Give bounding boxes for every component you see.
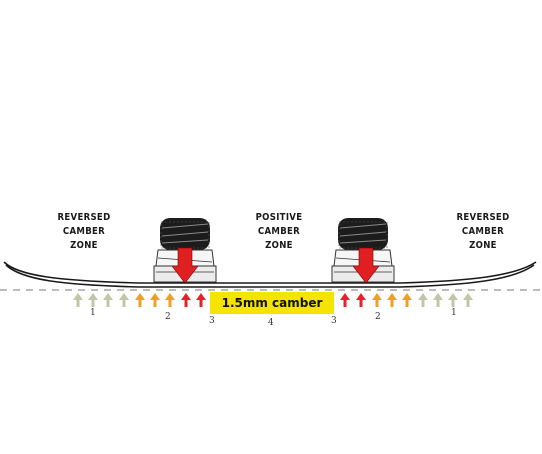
pressure-arrow-stem-5	[138, 300, 142, 307]
pressure-label-right-3: 3	[331, 316, 337, 326]
zone-label-center: POSITIVE CAMBER ZONE	[239, 211, 319, 253]
pressure-arrow-5	[135, 293, 145, 300]
pressure-label-left-1: 1	[90, 308, 96, 318]
pressure-label-center-4: 4	[268, 318, 274, 328]
camber-label: 1.5mm camber	[210, 292, 334, 314]
pressure-arrow-stem-9	[199, 300, 203, 307]
left-binding-arrow	[171, 247, 199, 284]
pressure-arrow-9	[196, 293, 206, 300]
pressure-arrow-3	[103, 293, 113, 300]
pressure-label-right-2: 2	[375, 312, 381, 322]
zone-label-left: REVERSED CAMBER ZONE	[44, 211, 124, 253]
pressure-arrow-stem-7	[168, 300, 172, 307]
zone-center-line-3: ZONE	[265, 240, 293, 251]
pressure-arrow-stem-16	[436, 300, 440, 307]
pressure-arrow-10	[340, 293, 350, 300]
zone-left-line-3: ZONE	[70, 240, 98, 251]
pressure-arrow-18	[463, 293, 473, 300]
pressure-arrow-15	[418, 293, 428, 300]
pressure-arrow-stem-15	[421, 300, 425, 307]
pressure-arrow-stem-8	[184, 300, 188, 307]
pressure-arrow-17	[448, 293, 458, 300]
pressure-arrow-6	[150, 293, 160, 300]
pressure-arrow-stem-1	[76, 300, 80, 307]
pressure-arrow-stem-3	[106, 300, 110, 307]
zone-center-line-2: CAMBER	[257, 226, 301, 237]
pressure-label-right-1: 1	[451, 308, 457, 318]
pressure-arrow-16	[433, 293, 443, 300]
pressure-arrow-stem-2	[91, 300, 95, 307]
zone-label-right: REVERSED CAMBER ZONE	[443, 211, 523, 253]
pressure-arrow-stem-6	[153, 300, 157, 307]
zone-right-line-3: ZONE	[469, 240, 497, 251]
zone-right-line-2: CAMBER	[461, 226, 505, 237]
pressure-arrow-stem-18	[466, 300, 470, 307]
zone-center-line-1: POSITIVE	[255, 212, 303, 223]
pressure-arrow-8	[181, 293, 191, 300]
pressure-label-left-2: 2	[165, 312, 171, 322]
pressure-arrow-stem-11	[359, 300, 363, 307]
pressure-arrow-7	[165, 293, 175, 300]
zone-left-line-2: CAMBER	[62, 226, 106, 237]
pressure-arrow-14	[402, 293, 412, 300]
pressure-arrow-11	[356, 293, 366, 300]
pressure-label-left-3: 3	[209, 316, 215, 326]
snowboard-top	[3, 261, 537, 284]
snowboard-bottom	[5, 264, 535, 288]
pressure-arrows	[73, 293, 473, 307]
pressure-arrow-stem-13	[390, 300, 394, 307]
pressure-arrow-stem-4	[122, 300, 126, 307]
zone-right-line-1: REVERSED	[456, 212, 510, 223]
pressure-arrow-stem-14	[405, 300, 409, 307]
pressure-arrow-stem-12	[375, 300, 379, 307]
pressure-arrow-2	[88, 293, 98, 300]
pressure-arrow-13	[387, 293, 397, 300]
zone-left-line-1: REVERSED	[57, 212, 111, 223]
pressure-arrow-1	[73, 293, 83, 300]
pressure-arrow-4	[119, 293, 129, 300]
pressure-arrow-12	[372, 293, 382, 300]
pressure-arrow-stem-10	[343, 300, 347, 307]
pressure-arrow-stem-17	[451, 300, 455, 307]
right-binding-arrow	[352, 247, 380, 284]
